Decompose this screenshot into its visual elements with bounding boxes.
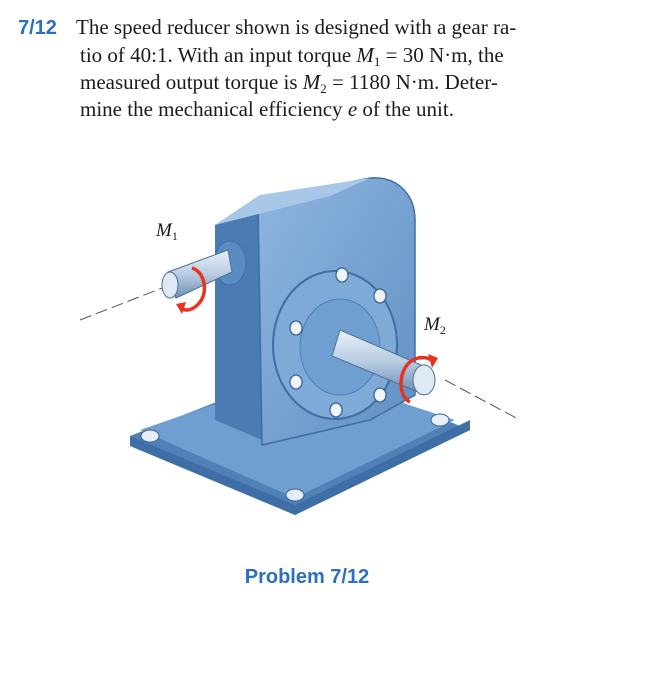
figure-caption: Problem 7/12 [244, 566, 370, 588]
output-shaft [331, 329, 436, 396]
label-m1: M1 [155, 220, 178, 243]
base-bolt [430, 413, 450, 427]
torque-arrow-m2 [399, 354, 438, 404]
housing [213, 177, 416, 446]
torque-arrow-m1 [176, 266, 207, 314]
flange-bolts [289, 267, 387, 418]
problem-line-4: mine the mechanical efficiency e of the … [80, 97, 454, 121]
problem-number: 7/12 [18, 17, 57, 39]
problem-line-2: tio of 40:1. With an input torque M1 = 3… [80, 43, 504, 69]
speed-reducer-figure: M1 M2 [79, 177, 521, 515]
shaft-axis-lines [79, 282, 521, 421]
problem-line-3: measured output torque is M2 = 1180 N·m.… [80, 70, 498, 96]
base-bolt [285, 488, 305, 502]
base-bolt [140, 429, 160, 443]
label-m2: M2 [423, 314, 446, 337]
